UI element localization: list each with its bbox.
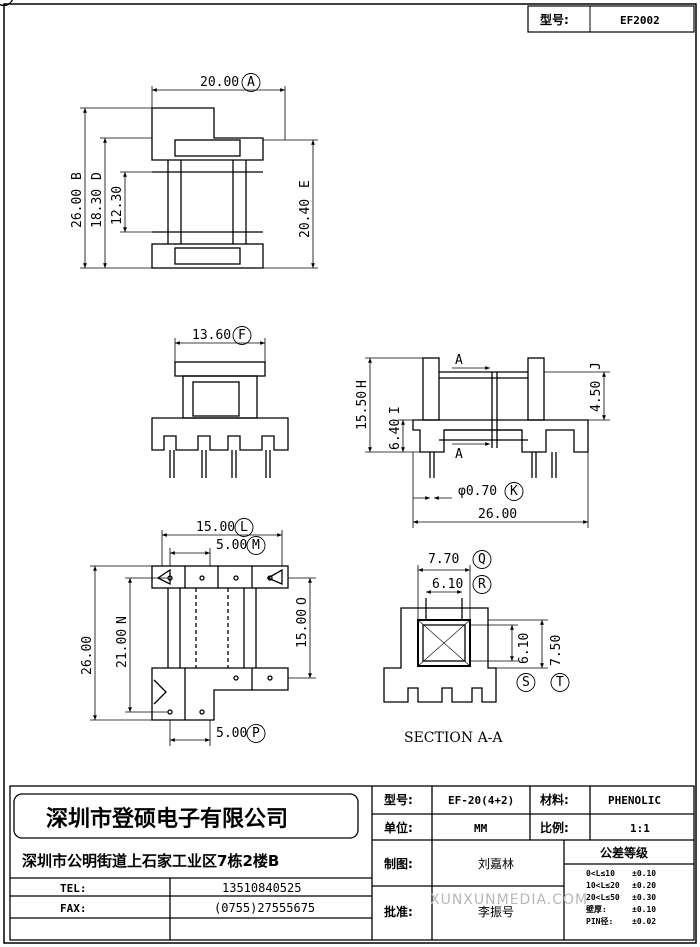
header-model-value: EF2002 — [620, 14, 660, 27]
dim-bottom-h-right: 15.00 — [295, 609, 310, 648]
dim-bottom-h-right-tag: O — [295, 597, 310, 605]
top-view — [151, 107, 264, 269]
tolerance-range-4: 壁厚: — [586, 904, 607, 914]
approved-label: 批准: — [384, 904, 413, 919]
tolerance-range-2: 10<L≤20 — [586, 881, 620, 890]
tolerance-range-5: PIN径: — [586, 916, 613, 926]
tag-circle — [516, 673, 536, 692]
top-view-dims — [80, 86, 318, 269]
dim-top-height-tag: B — [70, 172, 85, 180]
model-value: EF-20(4+2) — [448, 794, 514, 807]
tag-circle — [0, 0, 13, 6]
approved-value: 李振号 — [478, 904, 514, 919]
sheet-border — [3, 3, 697, 944]
tel-value: 13510840525 — [222, 881, 301, 895]
fax-value: (0755)27555675 — [214, 901, 315, 915]
tag-circle — [234, 518, 254, 537]
front-view-dims — [174, 338, 266, 362]
dim-section-h1-tag: S — [522, 675, 530, 690]
dim-top-d3: 20.40 — [298, 199, 313, 238]
dim-front-width: 13.60 — [192, 328, 231, 343]
dim-side-top: 4.50 — [589, 381, 604, 412]
model-label: 型号: — [384, 792, 413, 807]
dim-bottom-w1: 15.00 — [196, 520, 235, 535]
dim-section-w2: 6.10 — [432, 577, 463, 592]
dim-section-w1-tag: Q — [478, 552, 486, 567]
dim-top-d1-tag: D — [90, 172, 105, 180]
dim-side-mid: 6.40 — [388, 419, 403, 450]
tag-circle — [241, 73, 261, 92]
dim-bottom-w-bottom: 5.00 — [216, 726, 247, 741]
tolerance-value-3: ±0.30 — [632, 893, 656, 902]
dim-side-top-tag: J — [589, 362, 604, 370]
company-name: 深圳市登硕电子有限公司 — [46, 806, 288, 832]
unit-label: 单位: — [384, 820, 413, 835]
dim-side-pin-tag: K — [510, 484, 518, 499]
bottom-view-dims — [90, 530, 316, 746]
dim-side-height-tag: H — [355, 380, 370, 388]
drawn-label: 制图: — [384, 856, 413, 871]
company-address: 深圳市公明街道上石家工业区7栋2楼B — [22, 852, 279, 870]
dim-top-d2: 12.30 — [110, 186, 125, 225]
scale-value: 1:1 — [630, 822, 650, 835]
scale-label: 比例: — [540, 820, 569, 835]
dim-side-length: 26.00 — [478, 507, 517, 522]
dim-bottom-h-inner: 21.00 — [115, 629, 130, 668]
header-block: 型号: EF2002 — [527, 5, 695, 33]
front-view — [151, 361, 289, 478]
tag-circle — [232, 326, 252, 345]
tag-circle — [472, 575, 492, 594]
unit-value: MM — [474, 822, 488, 835]
tag-circle — [246, 536, 266, 555]
dim-bottom-w-bottom-tag: P — [252, 726, 260, 741]
watermark: XUNXUNMEDIA.COM — [430, 892, 588, 908]
dim-bottom-w2-tag: M — [252, 538, 260, 553]
dim-bottom-h-total: 26.00 — [80, 636, 95, 675]
dim-top-height: 26.00 — [70, 189, 85, 228]
section-caption: SECTION A-A — [404, 730, 503, 746]
tolerance-value-1: ±0.10 — [632, 869, 656, 878]
section-mark-top: A — [455, 353, 463, 368]
dim-bottom-w2: 5.00 — [216, 538, 247, 553]
side-view-dims — [365, 357, 610, 528]
tolerance-value-5: ±0.02 — [632, 917, 656, 926]
tel-label: TEL: — [60, 882, 87, 895]
bottom-view — [151, 565, 289, 721]
tolerance-title: 公差等级 — [600, 845, 648, 860]
fax-label: FAX: — [60, 902, 87, 915]
dim-top-d1: 18.30 — [90, 189, 105, 228]
tag-circle — [504, 482, 524, 501]
dim-top-width: 20.00 — [200, 75, 239, 90]
material-value: PHENOLIC — [608, 794, 661, 807]
dim-top-width-tag: A — [247, 75, 255, 90]
tolerance-range-3: 20<L≤50 — [586, 893, 620, 902]
tolerance-value-2: ±0.20 — [632, 881, 656, 890]
dim-bottom-h-inner-tag: N — [115, 616, 130, 624]
dim-top-d3-tag: E — [298, 180, 313, 188]
title-block — [9, 785, 695, 941]
dim-side-height: 15.50 — [355, 391, 370, 430]
drawn-value: 刘嘉林 — [478, 857, 514, 871]
header-model-label: 型号: — [540, 12, 569, 27]
tag-circle — [472, 550, 492, 569]
dim-section-w1: 7.70 — [428, 552, 459, 567]
dim-section-h1: 6.10 — [517, 633, 532, 664]
dim-front-width-tag: F — [238, 328, 246, 343]
material-label: 材料: — [539, 792, 569, 807]
section-mark-bottom: A — [455, 447, 463, 462]
section-view — [383, 598, 497, 703]
side-view — [412, 357, 589, 478]
section-view-dims — [417, 565, 548, 669]
dim-bottom-w1-tag: L — [240, 520, 248, 535]
tolerance-range-1: 0<L≤10 — [586, 869, 615, 878]
dim-side-pin: φ0.70 — [458, 484, 497, 499]
dim-section-h2-tag: T — [556, 675, 564, 690]
tolerance-value-4: ±0.10 — [632, 905, 656, 914]
dim-section-w2-tag: R — [478, 577, 486, 592]
tag-circle — [246, 724, 266, 743]
dim-side-mid-tag: I — [388, 406, 403, 414]
tag-circle — [550, 673, 570, 692]
dim-section-h2: 7.50 — [549, 635, 564, 666]
